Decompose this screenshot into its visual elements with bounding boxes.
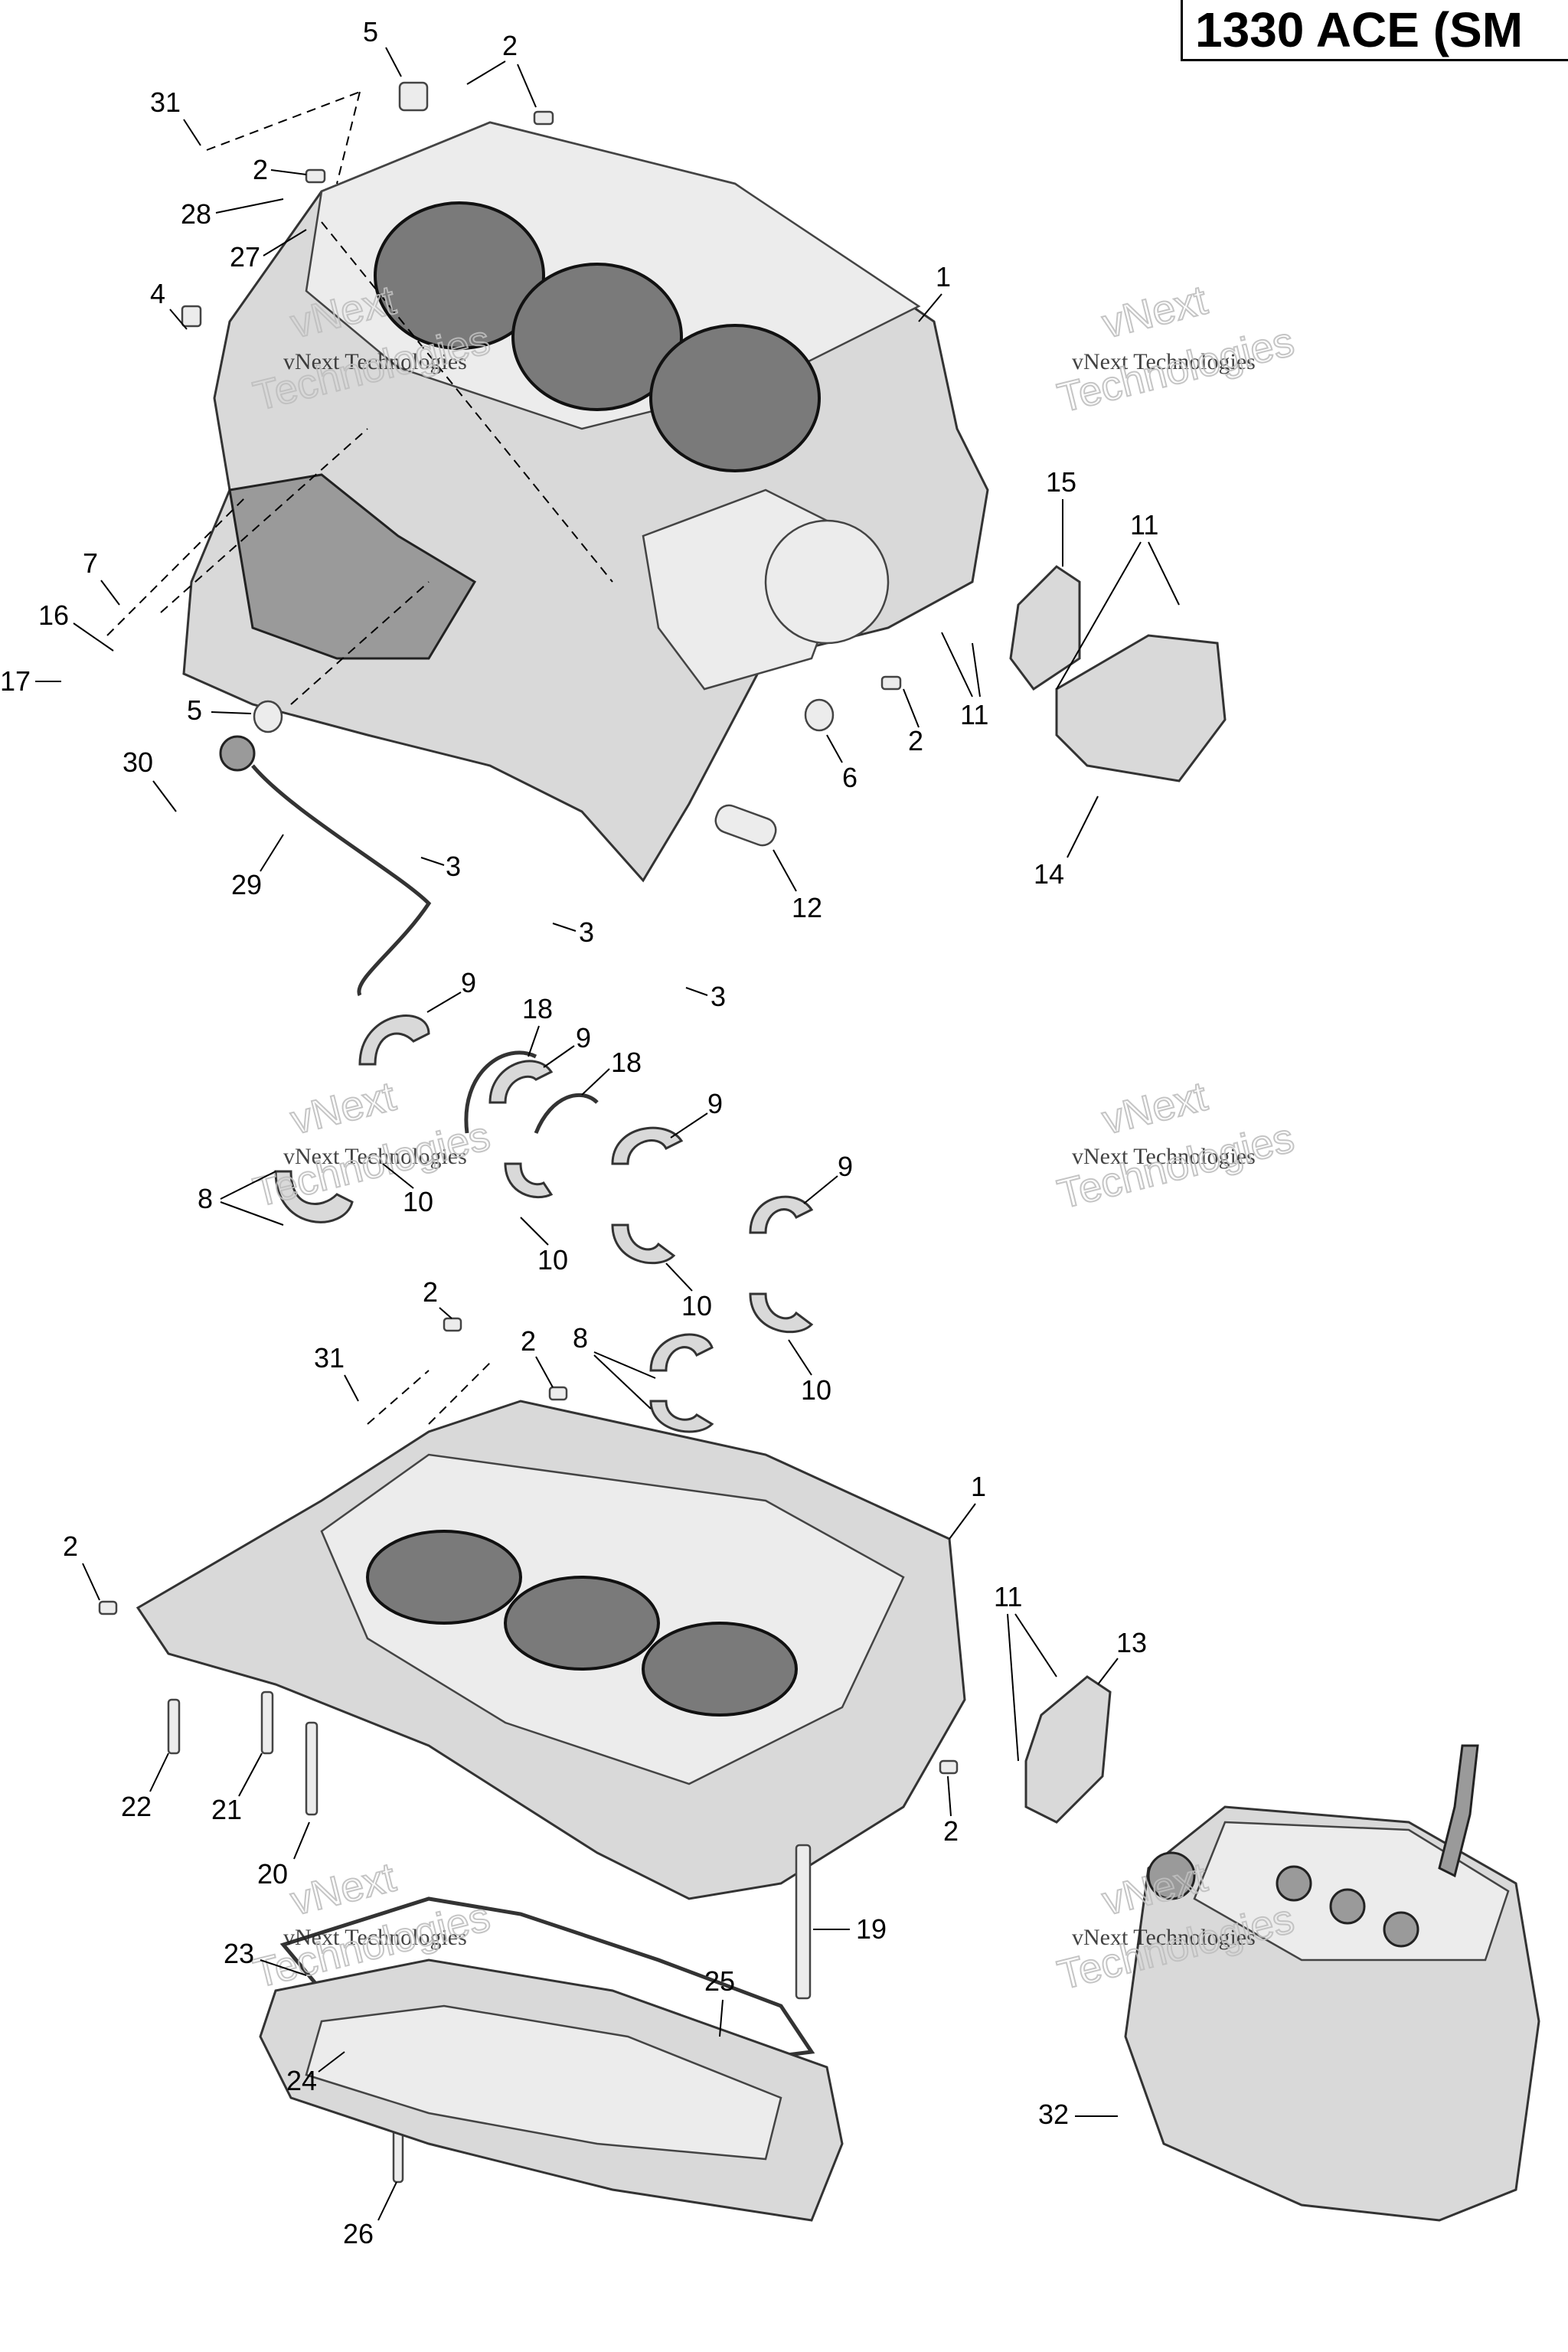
callouts: 5 2 31 2 28 27 4 1 15 11 7 16 17 — [0, 16, 1180, 2249]
callout-2: 2 — [253, 154, 268, 185]
watermark-text: Technologies — [1054, 318, 1298, 421]
callout-11: 11 — [994, 1581, 1022, 1612]
diagram-title: 1330 ACE (SM — [1181, 0, 1568, 61]
callout-13: 13 — [1116, 1627, 1147, 1658]
lower-crankcase — [136, 1400, 966, 1900]
callout-5: 5 — [187, 694, 202, 726]
callout-6: 6 — [842, 762, 858, 793]
knock-sensor — [219, 735, 432, 997]
callout-32: 32 — [1038, 2099, 1069, 2130]
water-pump-housing-14 — [1055, 634, 1227, 782]
watermark-text: Technologies — [249, 1113, 494, 1216]
callout-8: 8 — [573, 1322, 588, 1354]
callout-24: 24 — [286, 2065, 317, 2096]
callout-10: 10 — [681, 1290, 712, 1321]
cover-plate-13 — [1024, 1675, 1112, 1824]
thrust-washers-18 — [464, 1050, 599, 1134]
callout-20: 20 — [257, 1858, 288, 1890]
callout-1: 1 — [971, 1471, 986, 1502]
callout-14: 14 — [1034, 858, 1064, 890]
callout-2: 2 — [502, 30, 518, 61]
callout-9: 9 — [576, 1022, 591, 1054]
callout-31: 31 — [150, 87, 181, 118]
callout-17: 17 — [0, 665, 31, 697]
callout-2: 2 — [521, 1325, 536, 1357]
watermark-text: vNext Technologies — [1072, 1144, 1256, 1169]
callout-9: 9 — [707, 1088, 723, 1119]
callout-2: 2 — [423, 1276, 438, 1308]
callout-11: 11 — [1130, 509, 1158, 541]
callout-23: 23 — [224, 1938, 254, 1969]
dowel-pins-upper — [181, 81, 902, 847]
cover-plate-15 — [1009, 565, 1081, 691]
callout-26: 26 — [343, 2218, 374, 2249]
callout-28: 28 — [181, 198, 211, 230]
callout-5: 5 — [363, 16, 378, 47]
callout-3: 3 — [710, 981, 726, 1012]
callout-1: 1 — [936, 261, 951, 292]
callout-9: 9 — [461, 967, 476, 998]
callout-2: 2 — [943, 1815, 959, 1847]
callout-3: 3 — [579, 916, 594, 948]
callout-21: 21 — [211, 1794, 242, 1825]
callout-12: 12 — [792, 892, 822, 923]
watermark-text: vNext Technologies — [1072, 1925, 1256, 1950]
callout-22: 22 — [121, 1791, 152, 1822]
callout-9: 9 — [838, 1151, 853, 1182]
callout-25: 25 — [704, 1965, 735, 1997]
cylinder-bores — [374, 201, 821, 472]
bearing-shells — [274, 1014, 814, 1433]
callout-10: 10 — [801, 1374, 831, 1406]
callout-2: 2 — [63, 1530, 78, 1562]
callout-3: 3 — [446, 851, 461, 882]
oil-pan — [259, 1958, 844, 2222]
upper-crankcase — [182, 121, 989, 883]
callout-4: 4 — [150, 278, 165, 309]
watermark-text: vNext Technologies — [283, 1925, 467, 1950]
callout-16: 16 — [38, 599, 69, 631]
callout-29: 29 — [231, 869, 262, 900]
callout-18: 18 — [611, 1047, 642, 1078]
callout-7: 7 — [83, 547, 98, 579]
watermark-text: vNext — [1098, 1073, 1211, 1144]
engine-assembly — [1124, 1744, 1540, 2222]
callout-30: 30 — [122, 746, 153, 778]
watermark-text: vNext Technologies — [283, 1144, 467, 1169]
callout-19: 19 — [856, 1913, 887, 1945]
assembly-centerlines — [106, 91, 613, 1425]
callout-11: 11 — [960, 699, 988, 730]
callout-15: 15 — [1046, 466, 1076, 498]
callout-10: 10 — [403, 1186, 433, 1217]
watermark-text: Technologies — [1054, 1115, 1298, 1217]
callout-18: 18 — [522, 993, 553, 1024]
callout-10: 10 — [537, 1244, 568, 1276]
callout-27: 27 — [230, 241, 260, 273]
callout-8: 8 — [198, 1183, 213, 1214]
watermark-text: vNext Technologies — [1072, 349, 1256, 374]
callout-31: 31 — [314, 1342, 345, 1374]
watermark-text: vNext — [286, 1073, 400, 1144]
callout-2: 2 — [908, 725, 923, 756]
watermark-text: vNext Technologies — [283, 349, 467, 374]
watermark-text: vNext — [1098, 277, 1211, 348]
